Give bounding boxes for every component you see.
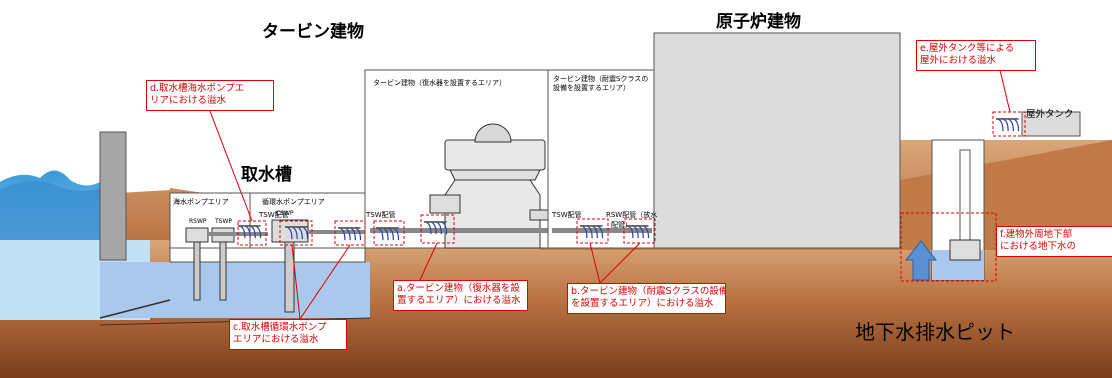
outdoor-tank-label: 屋外タンク	[1026, 109, 1074, 120]
tsw-pipe-label-intake: TSW配管	[259, 211, 289, 219]
reactor-building-title: 原子炉建物	[716, 12, 801, 32]
circ-pump-area-label: 循環水ポンプエリア	[262, 198, 325, 206]
seawall	[99, 131, 127, 261]
callout-a-line2: 置するエリア）における溢水	[397, 295, 521, 307]
callout-d-line2: リアにおける溢水	[150, 95, 227, 107]
tswp-label: TSWP	[215, 218, 233, 225]
rsw-pipe-label-2: 配管）	[611, 221, 632, 229]
turbine-s-area-label-2: 設備を設置するエリア）	[553, 84, 630, 92]
e-zone	[992, 111, 1026, 137]
callout-f: f.建物外周地下部 における地下水の	[996, 226, 1112, 257]
cswp-label: CSWP	[276, 210, 294, 217]
c-zone-2	[334, 220, 366, 246]
callout-b-line1: b.タービン建物（耐震Sクラスの設備	[571, 286, 726, 297]
c-zone-1	[279, 220, 313, 246]
callout-f-line1: f.建物外周地下部	[1000, 229, 1073, 240]
callout-c: c.取水槽循環水ポンプ エリアにおける溢水	[229, 319, 347, 350]
callout-c-line2: エリアにおける溢水	[233, 334, 319, 346]
outdoor-tank	[1021, 111, 1081, 137]
rsw-pipe-label-1: RSW配管（放水	[606, 211, 658, 219]
turbine-condenser-area-label: タービン建物（復水器を設置するエリア）	[373, 79, 506, 87]
callout-c-line1: c.取水槽循環水ポンプ	[233, 322, 327, 333]
callout-d: d.取水槽海水ポンプエ リアにおける溢水	[146, 80, 274, 111]
pit-title: 地下水排水ピット	[855, 320, 1015, 344]
intake-title: 取水槽	[241, 165, 292, 185]
up-arrow-icon	[904, 240, 938, 281]
f-zone	[900, 212, 997, 282]
tsw-zone	[373, 220, 405, 246]
b-zone-1	[576, 218, 609, 244]
callout-f-line2: における地下水の	[1000, 241, 1077, 253]
a-zone	[420, 214, 455, 244]
d-zone	[237, 220, 267, 246]
callout-a-line1: a.タービン建物（復水器を設	[397, 283, 520, 294]
callout-e-line2: 屋外における溢水	[920, 55, 997, 67]
callout-e: e.屋外タンク等による 屋外における溢水	[916, 40, 1036, 71]
seawater-pump-area-label: 海水ポンプエリア	[173, 198, 229, 206]
tsw-pipe-label-turbine: TSW配管	[366, 211, 396, 219]
rswp-label: RSWP	[189, 218, 207, 225]
callout-b: b.タービン建物（耐震Sクラスの設備 を設置するエリア）における溢水	[567, 283, 726, 314]
seawater-pump-area	[169, 192, 251, 249]
callout-e-line1: e.屋外タンク等による	[920, 43, 1015, 54]
reactor-building	[653, 32, 901, 249]
callout-d-line1: d.取水槽海水ポンプエ	[150, 83, 245, 94]
callout-b-line2: を設置するエリア）における溢水	[571, 298, 714, 310]
turbine-s-area	[547, 69, 655, 249]
turbine-building-title: タービン建物	[262, 22, 364, 42]
callout-a: a.タービン建物（復水器を設 置するエリア）における溢水	[393, 280, 528, 311]
tsw-pipe-label-s: TSW配管	[552, 211, 582, 219]
turbine-s-area-label-1: タービン建物（耐震Sクラスの	[553, 75, 649, 83]
